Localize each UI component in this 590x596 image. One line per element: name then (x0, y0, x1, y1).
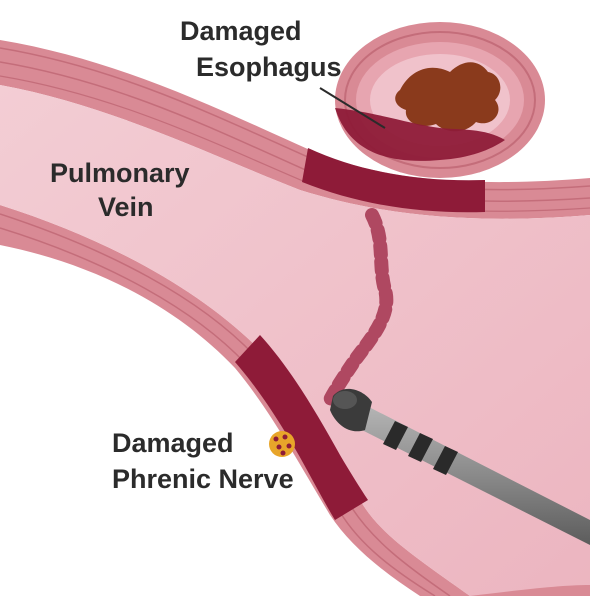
esophagus-label-line2: Esophagus (196, 52, 342, 82)
esophagus-label-line1: Damaged (180, 16, 302, 46)
vein-label-line2: Vein (98, 192, 154, 222)
vein-label-line1: Pulmonary (50, 158, 190, 188)
phrenic-nerve-icon (269, 431, 295, 457)
nerve-label-line2: Phrenic Nerve (112, 464, 294, 494)
nerve-label-line1: Damaged (112, 428, 234, 458)
esophagus (335, 22, 545, 178)
